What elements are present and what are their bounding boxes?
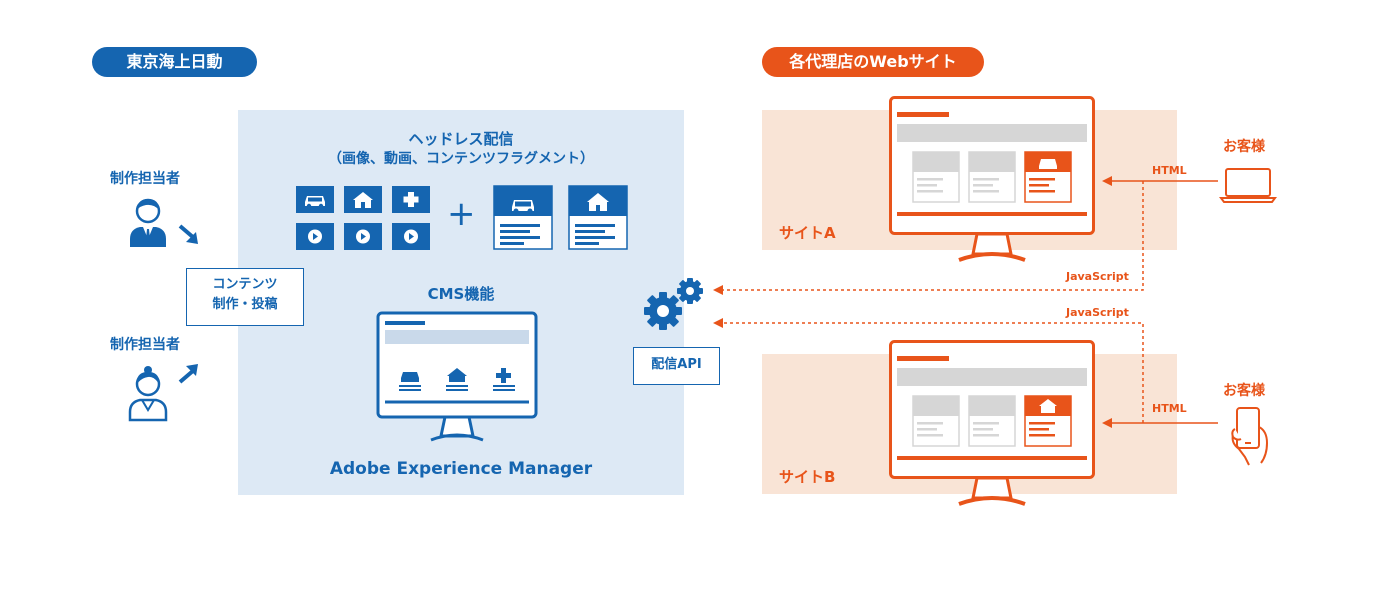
content-fragment-card-car: [493, 185, 553, 250]
product-name: Adobe Experience Manager: [329, 459, 593, 479]
content-box-line1: コンテンツ: [212, 277, 278, 292]
staff-label-1: 制作担当者: [110, 171, 180, 187]
cms-title: CMS機能: [427, 285, 495, 303]
api-box: 配信API: [633, 347, 720, 385]
plus-icon: [493, 368, 515, 391]
html-label-a: HTML: [1152, 164, 1187, 177]
gear-icon: [644, 278, 703, 330]
arrow-down-right-icon: [178, 224, 198, 244]
play-icon: [392, 223, 430, 250]
person-icon: [130, 198, 166, 247]
content-fragment-card-house: [568, 185, 628, 250]
asset-tiles: [296, 186, 430, 250]
house-icon: [344, 186, 382, 213]
customer-label-a: お客様: [1223, 139, 1265, 155]
play-icon: [344, 223, 382, 250]
smartphone-icon: [1231, 407, 1269, 466]
site-b-monitor: [889, 340, 1095, 506]
headless-title: ヘッドレス配信: [408, 130, 514, 148]
js-label-b: JavaScript: [1066, 306, 1129, 319]
content-box-line2: 制作・投稿: [212, 297, 278, 312]
arrow-up-right-icon: [178, 364, 198, 384]
car-icon: [296, 186, 334, 213]
html-label-b: HTML: [1152, 402, 1187, 415]
laptop-icon: [1219, 168, 1277, 203]
car-icon: [399, 372, 421, 391]
plus-sign: +: [447, 194, 476, 234]
cms-monitor: [376, 311, 538, 442]
house-icon: [1039, 399, 1057, 413]
left-header-pill: 東京海上日動: [92, 47, 257, 77]
person-icon: [128, 366, 168, 422]
headless-subtitle: （画像、動画、コンテンツフラグメント）: [328, 151, 594, 167]
house-icon: [446, 368, 468, 391]
staff-label-2: 制作担当者: [110, 337, 180, 353]
site-b-label: サイトB: [779, 468, 836, 486]
play-icon: [296, 223, 334, 250]
customer-label-b: お客様: [1223, 383, 1265, 399]
car-icon: [1039, 159, 1057, 169]
site-a-label: サイトA: [779, 224, 836, 242]
js-label-a: JavaScript: [1066, 270, 1129, 283]
content-box: コンテンツ 制作・投稿: [186, 268, 304, 326]
right-header-pill: 各代理店のWebサイト: [762, 47, 984, 77]
site-a-monitor: [889, 96, 1095, 262]
plus-icon: [392, 186, 430, 213]
